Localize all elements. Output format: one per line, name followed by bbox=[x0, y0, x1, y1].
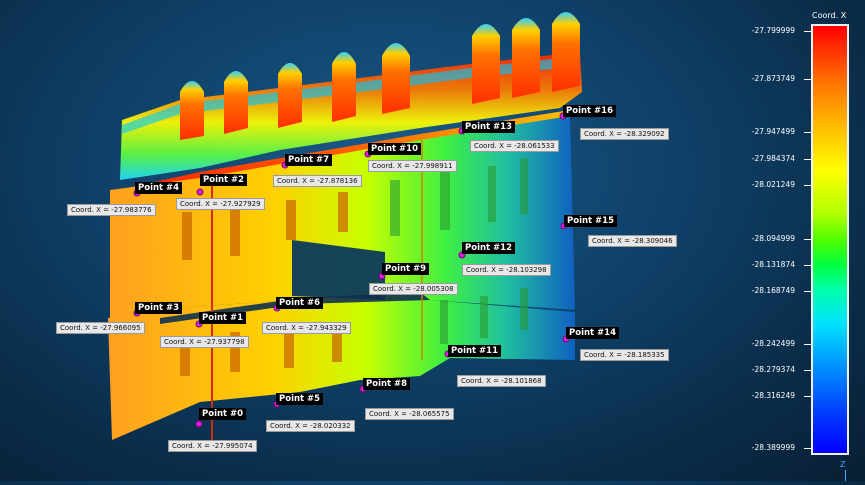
point-name-label[interactable]: Point #9 bbox=[382, 263, 430, 275]
scale-tick bbox=[804, 159, 811, 160]
point-coord-label[interactable]: Coord. X = -28.329092 bbox=[580, 128, 669, 140]
scale-tick-label: -28.168749 bbox=[751, 286, 795, 295]
scale-tick bbox=[804, 448, 811, 449]
point-coord-label[interactable]: Coord. X = -28.103298 bbox=[462, 264, 551, 276]
scale-tick bbox=[804, 370, 811, 371]
point-name-label[interactable]: Point #12 bbox=[462, 242, 516, 254]
point-marker[interactable] bbox=[195, 420, 203, 428]
point-name-label[interactable]: Point #16 bbox=[563, 105, 617, 117]
point-name-label[interactable]: Point #15 bbox=[564, 215, 618, 227]
point-name-label[interactable]: Point #14 bbox=[566, 327, 620, 339]
point-name-label[interactable]: Point #1 bbox=[199, 312, 247, 324]
scale-tick-label: -28.242499 bbox=[751, 339, 795, 348]
point-name-label[interactable]: Point #7 bbox=[285, 154, 333, 166]
scale-tick-label: -28.021249 bbox=[751, 180, 795, 189]
scale-tick-label: -27.947499 bbox=[751, 127, 795, 136]
scale-tick-label: -28.316249 bbox=[751, 391, 795, 400]
point-coord-label[interactable]: Coord. X = -27.943329 bbox=[262, 322, 351, 334]
point-coord-label[interactable]: Coord. X = -27.998911 bbox=[368, 160, 457, 172]
point-name-label[interactable]: Point #0 bbox=[199, 408, 247, 420]
scale-tick bbox=[804, 396, 811, 397]
point-coord-label[interactable]: Coord. X = -27.937798 bbox=[160, 336, 249, 348]
scale-tick-label: -28.094999 bbox=[751, 234, 795, 243]
point-coord-label[interactable]: Coord. X = -27.995074 bbox=[168, 440, 257, 452]
scale-tick-label: -27.984374 bbox=[751, 154, 795, 163]
point-name-label[interactable]: Point #13 bbox=[462, 121, 516, 133]
scale-tick bbox=[804, 239, 811, 240]
point-coord-label[interactable]: Coord. X = -27.966095 bbox=[56, 322, 145, 334]
color-scale-bar bbox=[811, 24, 849, 455]
scale-tick-label: -28.389999 bbox=[751, 443, 795, 452]
point-name-label[interactable]: Point #4 bbox=[135, 182, 183, 194]
point-name-label[interactable]: Point #10 bbox=[368, 143, 422, 155]
axis-label: Z bbox=[840, 460, 846, 469]
scale-tick bbox=[804, 344, 811, 345]
point-name-label[interactable]: Point #8 bbox=[363, 378, 411, 390]
scale-tick bbox=[804, 132, 811, 133]
point-coord-label[interactable]: Coord. X = -28.005308 bbox=[369, 283, 458, 295]
scale-title: Coord. X bbox=[812, 11, 847, 20]
point-coord-label[interactable]: Coord. X = -28.309046 bbox=[588, 235, 677, 247]
scale-tick-label: -28.279374 bbox=[751, 365, 795, 374]
axis-indicator bbox=[845, 470, 846, 481]
point-coord-label[interactable]: Coord. X = -27.878136 bbox=[273, 175, 362, 187]
scale-tick-label: -27.799999 bbox=[751, 26, 795, 35]
scale-tick bbox=[804, 185, 811, 186]
point-coord-label[interactable]: Coord. X = -27.983776 bbox=[67, 204, 156, 216]
point-coord-label[interactable]: Coord. X = -28.061533 bbox=[470, 140, 559, 152]
point-coord-label[interactable]: Coord. X = -28.020332 bbox=[266, 420, 355, 432]
point-name-label[interactable]: Point #2 bbox=[200, 174, 248, 186]
point-name-label[interactable]: Point #5 bbox=[276, 393, 324, 405]
scale-tick bbox=[804, 79, 811, 80]
scale-tick bbox=[804, 31, 811, 32]
scale-tick-label: -28.131874 bbox=[751, 260, 795, 269]
scale-tick bbox=[804, 265, 811, 266]
point-coord-label[interactable]: Coord. X = -28.101868 bbox=[457, 375, 546, 387]
scale-tick-label: -27.873749 bbox=[751, 74, 795, 83]
point-name-label[interactable]: Point #11 bbox=[448, 345, 502, 357]
point-name-label[interactable]: Point #3 bbox=[135, 302, 183, 314]
point-coord-label[interactable]: Coord. X = -28.065575 bbox=[365, 408, 454, 420]
point-coord-label[interactable]: Coord. X = -28.185335 bbox=[580, 349, 669, 361]
scale-tick bbox=[804, 291, 811, 292]
point-coord-label[interactable]: Coord. X = -27.927929 bbox=[176, 198, 265, 210]
point-marker[interactable] bbox=[196, 188, 204, 196]
point-name-label[interactable]: Point #6 bbox=[276, 297, 324, 309]
